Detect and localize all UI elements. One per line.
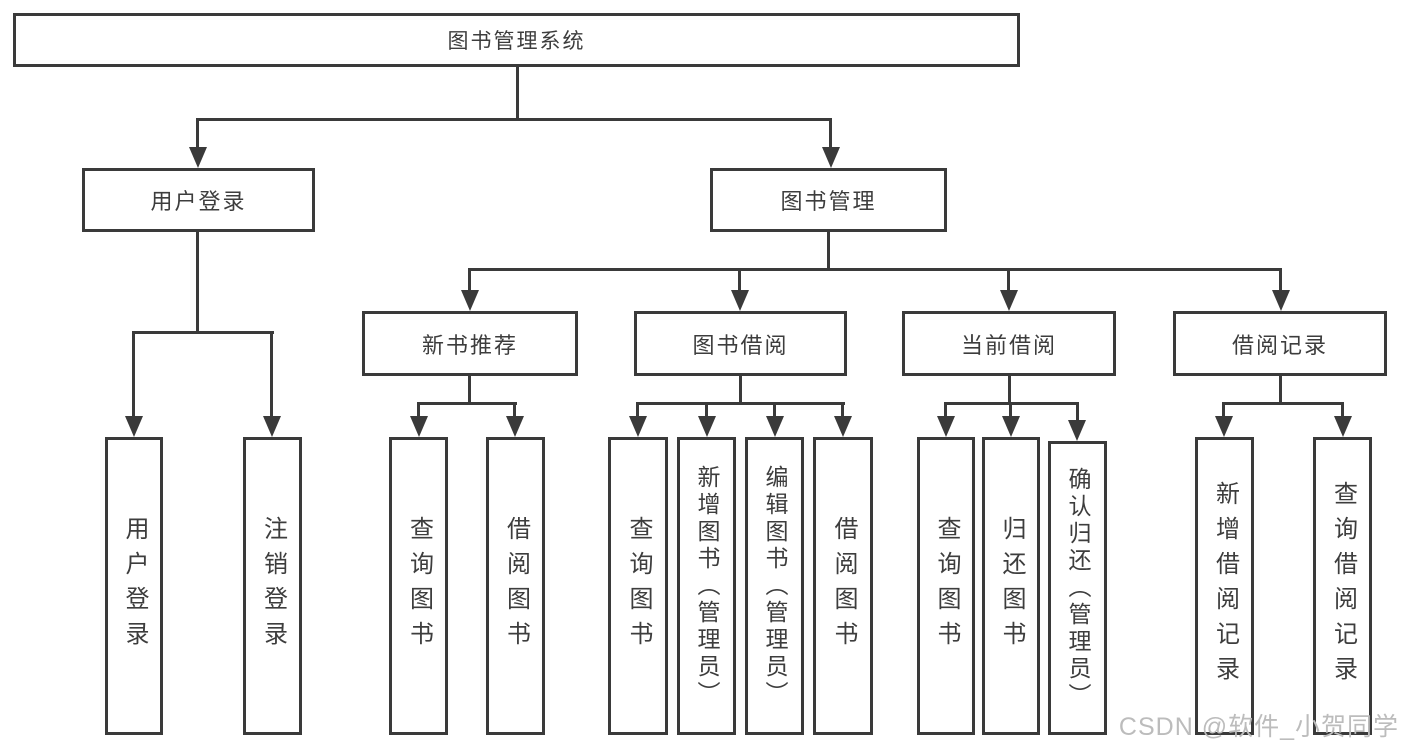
node-book-borrow: 图书借阅 — [634, 311, 847, 376]
arrow-down-icon — [937, 416, 955, 437]
connector-line — [827, 232, 830, 271]
connector-line — [1222, 402, 1344, 405]
connector-line — [773, 402, 776, 419]
connector-line — [417, 402, 517, 405]
leaf-add-borrow-record-label: 新增借阅记录 — [1211, 481, 1239, 691]
arrow-down-icon — [766, 416, 784, 437]
leaf-borrow-books-2-label: 借阅图书 — [830, 516, 857, 656]
node-book-management-label: 图书管理 — [780, 189, 877, 214]
arrow-down-icon — [189, 147, 207, 168]
arrow-down-icon — [731, 290, 749, 311]
arrow-down-icon — [822, 147, 840, 168]
node-user-login: 用户登录 — [82, 168, 315, 232]
connector-line — [1279, 268, 1282, 293]
connector-line — [705, 402, 708, 419]
arrow-down-icon — [1068, 420, 1086, 441]
leaf-return-books: 归还图书 — [982, 437, 1040, 735]
connector-line — [516, 67, 519, 119]
leaf-confirm-return-admin-label: 确认归还（管理员） — [1065, 466, 1091, 710]
arrow-down-icon — [1000, 290, 1018, 311]
connector-line — [132, 331, 274, 334]
connector-line — [1279, 376, 1282, 405]
arrow-down-icon — [506, 416, 524, 437]
arrow-down-icon — [629, 416, 647, 437]
connector-line — [132, 331, 135, 419]
connector-line — [1008, 376, 1011, 405]
leaf-query-books-1-label: 查询图书 — [405, 516, 433, 656]
leaf-user-login-label: 用户登录 — [121, 516, 148, 656]
node-borrow-records-label: 借阅记录 — [1231, 332, 1328, 358]
connector-line — [636, 402, 845, 405]
connector-line — [739, 376, 742, 405]
leaf-borrow-books-2: 借阅图书 — [813, 437, 873, 735]
connector-line — [841, 402, 844, 419]
connector-line — [513, 402, 516, 419]
leaf-query-books-2-label: 查询图书 — [625, 516, 652, 656]
leaf-add-borrow-record: 新增借阅记录 — [1195, 437, 1254, 735]
leaf-logout: 注销登录 — [243, 437, 302, 735]
connector-line — [1222, 402, 1225, 419]
csdn-watermark: CSDN @软件_小贺同学 — [1118, 713, 1399, 741]
node-user-login-label: 用户登录 — [150, 189, 247, 214]
arrow-down-icon — [410, 416, 428, 437]
connector-line — [829, 118, 832, 150]
leaf-edit-book-admin: 编辑图书（管理员） — [745, 437, 804, 735]
connector-line — [1007, 268, 1010, 293]
arrow-down-icon — [1002, 416, 1020, 437]
node-current-borrow-label: 当前借阅 — [960, 332, 1057, 358]
leaf-query-books-1: 查询图书 — [389, 437, 448, 735]
leaf-add-book-admin: 新增图书（管理员） — [677, 437, 736, 735]
connector-line — [1341, 402, 1344, 419]
arrow-down-icon — [1215, 416, 1233, 437]
connector-line — [468, 376, 471, 405]
arrow-down-icon — [1334, 416, 1352, 437]
leaf-borrow-books-1-label: 借阅图书 — [502, 516, 530, 656]
connector-line — [636, 402, 639, 419]
leaf-query-books-2: 查询图书 — [608, 437, 668, 735]
leaf-query-borrow-record-label: 查询借阅记录 — [1329, 481, 1357, 691]
connector-line — [944, 402, 947, 419]
node-new-book-recommend: 新书推荐 — [362, 311, 578, 376]
leaf-query-books-3: 查询图书 — [917, 437, 975, 735]
arrow-down-icon — [461, 290, 479, 311]
node-current-borrow: 当前借阅 — [902, 311, 1116, 376]
arrow-down-icon — [1272, 290, 1290, 311]
connector-line — [468, 268, 471, 293]
leaf-edit-book-admin-label: 编辑图书（管理员） — [762, 464, 788, 708]
connector-line — [196, 118, 199, 150]
leaf-borrow-books-1: 借阅图书 — [486, 437, 545, 735]
arrow-down-icon — [263, 416, 281, 437]
connector-line — [468, 268, 1282, 271]
leaf-confirm-return-admin: 确认归还（管理员） — [1048, 441, 1107, 735]
node-root-label: 图书管理系统 — [447, 30, 586, 53]
arrow-down-icon — [125, 416, 143, 437]
leaf-query-books-3-label: 查询图书 — [933, 516, 960, 656]
leaf-logout-label: 注销登录 — [259, 516, 287, 656]
node-book-management: 图书管理 — [710, 168, 947, 232]
node-borrow-records: 借阅记录 — [1173, 311, 1387, 376]
connector-line — [417, 402, 420, 419]
connector-line — [270, 331, 273, 419]
node-book-borrow-label: 图书借阅 — [692, 332, 789, 358]
connector-line — [738, 268, 741, 293]
node-root: 图书管理系统 — [13, 13, 1020, 67]
leaf-query-borrow-record: 查询借阅记录 — [1313, 437, 1372, 735]
leaf-add-book-admin-label: 新增图书（管理员） — [694, 464, 720, 708]
connector-line — [1009, 402, 1012, 419]
connector-line — [1076, 402, 1079, 423]
node-new-book-recommend-label: 新书推荐 — [421, 332, 518, 358]
arrow-down-icon — [698, 416, 716, 437]
leaf-user-login: 用户登录 — [105, 437, 163, 735]
connector-line — [196, 118, 832, 121]
leaf-return-books-label: 归还图书 — [998, 516, 1025, 656]
connector-line — [196, 232, 199, 334]
arrow-down-icon — [834, 416, 852, 437]
